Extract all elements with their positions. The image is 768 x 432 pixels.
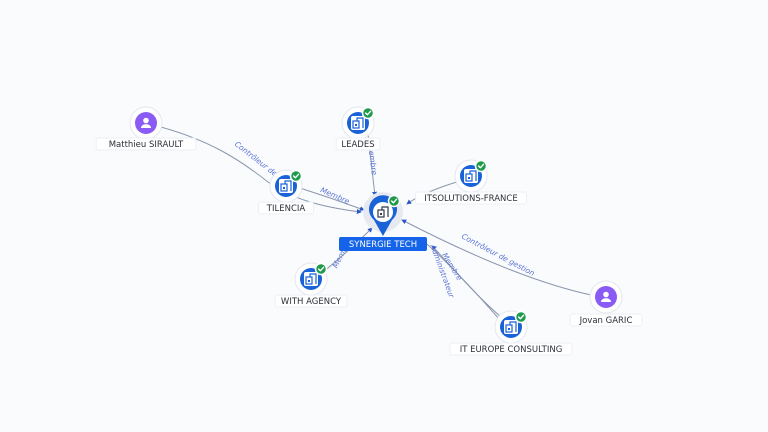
building-icon [305, 273, 317, 285]
node-label: Jovan GARIC [579, 316, 633, 326]
node-label: TILENCIA [266, 204, 306, 214]
building-icon [352, 117, 364, 129]
node-label-bg [449, 342, 573, 356]
node-label: ITSOLUTIONS-FRANCE [424, 194, 517, 204]
verified-check-icon [474, 159, 488, 173]
person-icon [141, 117, 151, 128]
node-label-bg [274, 294, 348, 308]
verified-check-icon [514, 310, 528, 324]
verified-check-icon [361, 106, 375, 120]
center-label: SYNERGIE TECH [349, 240, 417, 250]
building-icon [505, 321, 517, 333]
edge-label: Contrôleur de gestion [460, 232, 536, 278]
node-label: LEADES [341, 140, 374, 150]
person-icon [601, 291, 611, 302]
node-iteurope[interactable]: IT EUROPE CONSULTING [449, 310, 573, 356]
edge-jovan-to-center [401, 219, 597, 297]
node-tilencia[interactable]: TILENCIA [258, 169, 314, 215]
center-label-bg [339, 237, 427, 251]
node-label: IT EUROPE CONSULTING [460, 345, 563, 355]
building-icon [465, 170, 477, 182]
node-jovan[interactable]: Jovan GARIC [569, 280, 643, 327]
node-withagency[interactable]: WITH AGENCY [274, 262, 348, 308]
building-icon [377, 206, 389, 218]
node-leades[interactable]: LEADES [335, 106, 381, 151]
node-label-bg [258, 201, 314, 215]
building-icon [280, 180, 292, 192]
node-label-bg [415, 191, 527, 205]
verified-check-icon [289, 169, 303, 183]
edge-matthieu-to-center [156, 125, 362, 214]
verified-check-icon [387, 194, 401, 208]
node-label: Matthieu SIRAULT [109, 140, 184, 150]
center-node[interactable]: SYNERGIE TECH [339, 192, 427, 251]
edge-tilencia-to-center [299, 187, 365, 211]
nodes-layer: Matthieu SIRAULT LEADES ITSOLUTIONS-FRANCE… [95, 106, 643, 356]
verified-check-icon [314, 262, 328, 276]
node-label: WITH AGENCY [281, 297, 342, 307]
node-label-bg [95, 137, 197, 151]
edge-label: Membre [366, 144, 379, 176]
node-matthieu[interactable]: Matthieu SIRAULT [95, 106, 197, 151]
node-label-bg [569, 313, 643, 327]
node-itsolutions[interactable]: ITSOLUTIONS-FRANCE [415, 159, 527, 205]
node-label-bg [335, 137, 381, 151]
